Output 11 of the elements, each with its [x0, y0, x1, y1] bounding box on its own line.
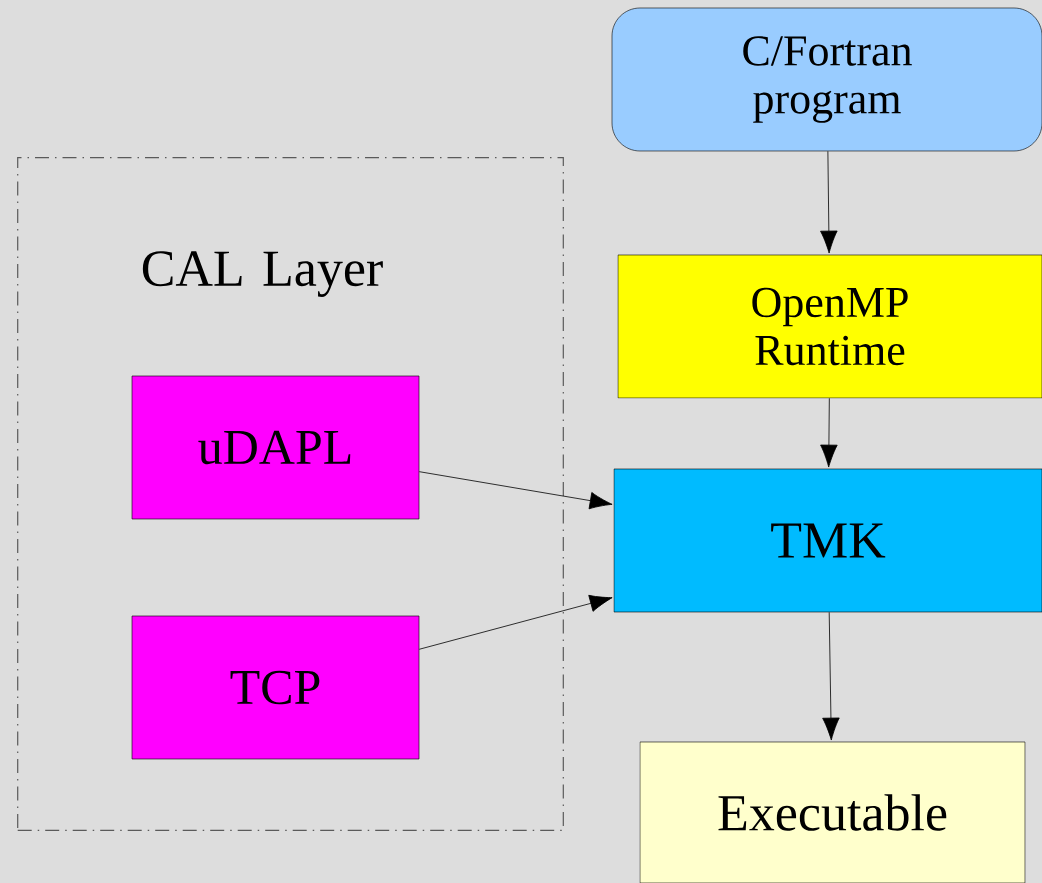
process-box: TMK [613, 468, 1042, 613]
arrow [820, 150, 838, 254]
arrow [418, 594, 613, 650]
program-box: C/Fortran program [611, 7, 1042, 152]
process-box: TCP [131, 615, 420, 760]
arrow [418, 471, 613, 510]
process-box: uDAPL [131, 375, 420, 520]
process-box: OpenMP Runtime [617, 254, 1042, 399]
arrow [822, 611, 840, 741]
arrow [820, 397, 838, 468]
output-box: Executable [639, 741, 1026, 883]
